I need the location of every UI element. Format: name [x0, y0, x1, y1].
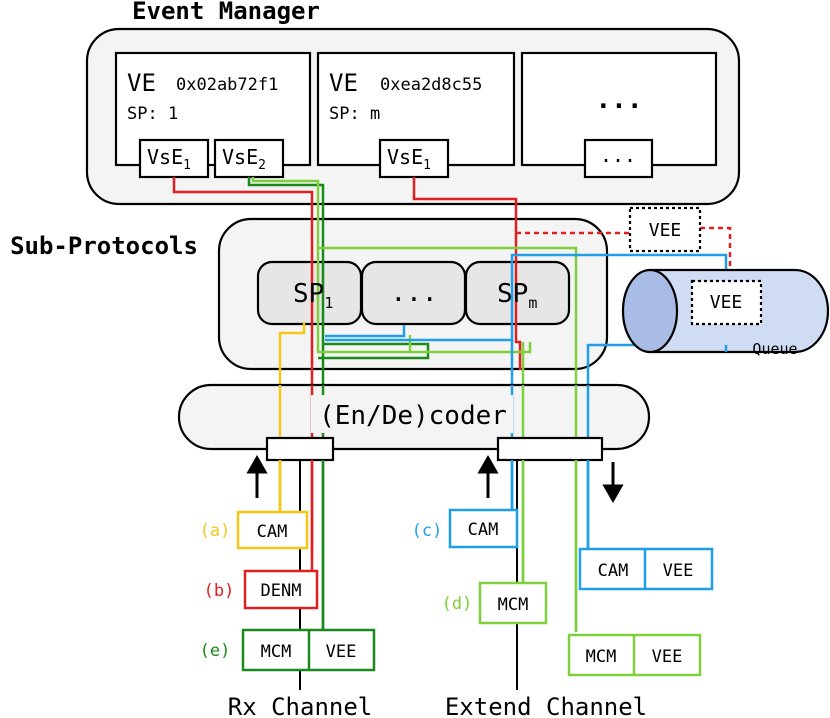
ve1-sp: SP: 1 — [127, 104, 178, 124]
channel-colored-lines — [278, 460, 590, 632]
queue-label: Queue — [752, 340, 797, 358]
ext-up-arrow-head — [477, 454, 499, 474]
spm-label: SPm — [497, 279, 537, 312]
ext-out-mcm-label: MCM — [586, 647, 617, 667]
rx-cam-box — [236, 510, 309, 550]
rx-arrow-head — [246, 454, 268, 474]
ve3-inner-dots: ... — [600, 143, 636, 167]
line-red-1 — [172, 177, 314, 555]
ext-tag-c: (c) — [412, 521, 443, 541]
vse2-text: VsE2 — [222, 145, 266, 173]
ext-out-vee2-label: VEE — [652, 647, 683, 667]
coder-label: (En/De)coder — [319, 401, 507, 431]
ve2-vse1-box — [378, 138, 450, 179]
sub-protocols-title: Sub-Protocols — [10, 232, 198, 260]
rx-denm-label: DENM — [261, 581, 302, 601]
ve2-label: VE — [329, 69, 358, 97]
ext-mcm-box — [478, 581, 548, 625]
coder-label-backdrop — [311, 395, 513, 433]
ext-down-arrow-head — [602, 484, 624, 504]
vse1-text: VsE1 — [147, 145, 191, 173]
line-red-dashed — [516, 226, 732, 285]
ext-mcm-label: MCM — [498, 595, 529, 615]
ve2-sp: SP: m — [329, 104, 380, 124]
line-red-2 — [412, 177, 522, 370]
ve1-id: 0x02ab72f1 — [176, 75, 278, 95]
rx-tag-a: (a) — [200, 521, 231, 541]
rx-channel-title: Rx Channel — [228, 693, 373, 718]
queue-vee-label: VEE — [710, 292, 743, 313]
rx-tag-e: (e) — [200, 641, 231, 661]
sp-dots-label: ... — [391, 278, 438, 308]
ve2-id: 0xea2d8c55 — [380, 75, 482, 95]
vse2-box — [213, 138, 285, 179]
extend-channel-title: Extend Channel — [445, 693, 647, 718]
ext-out-cam-label: CAM — [598, 561, 629, 581]
rx-mcm-label: MCM — [261, 642, 292, 662]
ve3-dots: ... — [596, 85, 643, 115]
rx-denm-box — [243, 569, 319, 610]
rx-connector — [265, 436, 335, 462]
ext-cam-label: CAM — [468, 520, 499, 540]
rx-cam-label: CAM — [257, 522, 288, 542]
rx-title-backdrop — [215, 692, 390, 718]
ve3-inner-box — [583, 138, 654, 179]
line-blue-3 — [325, 325, 406, 338]
rx-vee-label: VEE — [326, 642, 357, 662]
queue-cap — [621, 268, 679, 354]
ve1-label: VE — [127, 69, 156, 97]
ext-out-vee-label: VEE — [663, 561, 694, 581]
ext-cam-box — [448, 508, 519, 549]
queue-vee-box — [690, 279, 763, 326]
ext-tag-d: (d) — [442, 594, 473, 614]
ext-title-backdrop — [430, 692, 665, 718]
arrows — [246, 454, 624, 504]
rx-tag-b: (b) — [204, 581, 235, 601]
vee-floating-label: VEE — [649, 220, 682, 241]
line-lightgreen-1 — [251, 177, 412, 354]
sp1-label: SP1 — [293, 279, 333, 312]
ext-connector — [496, 436, 604, 462]
event-manager-title: Event Manager — [132, 0, 320, 25]
vee-floating-box — [628, 206, 702, 253]
ve2-vse1-text: VsE1 — [387, 145, 431, 173]
spm-box — [464, 260, 571, 326]
